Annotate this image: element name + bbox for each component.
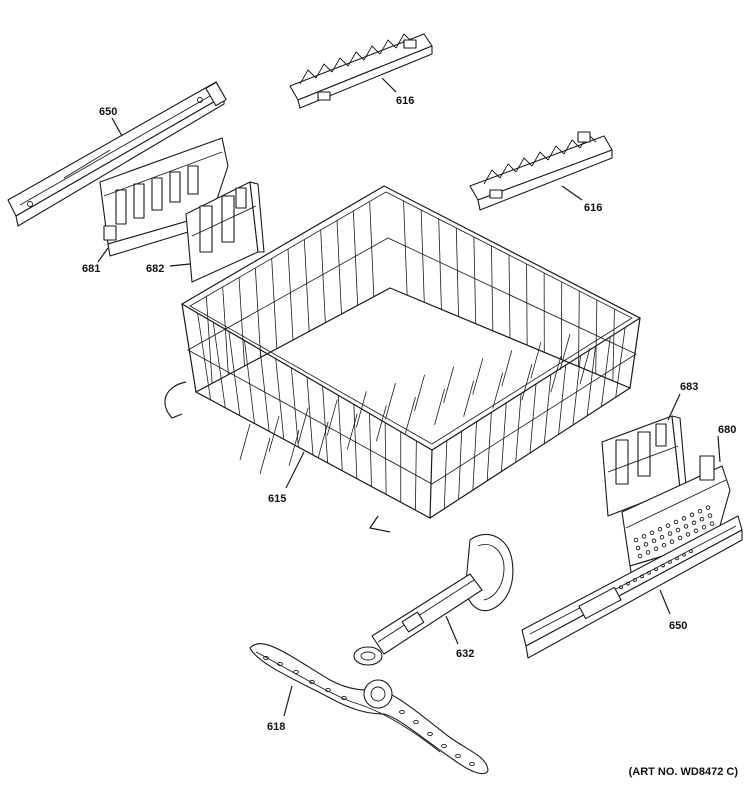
- callout-683: 683: [680, 381, 698, 393]
- callout-618: 618: [267, 721, 285, 733]
- spray-arm-618: [249, 643, 489, 775]
- clip-682: [185, 181, 265, 283]
- tine-row-616-top: [289, 33, 433, 109]
- callout-615: 615: [268, 493, 286, 505]
- callout-682: 682: [146, 263, 164, 275]
- callout-616-top: 616: [396, 95, 414, 107]
- callout-681: 681: [82, 263, 100, 275]
- callout-650-bottom: 650: [669, 620, 687, 632]
- feed-tube-632: [353, 533, 514, 666]
- callout-632: 632: [456, 648, 474, 660]
- art-number: (ART NO. WD8472 C): [629, 766, 739, 778]
- callout-680: 680: [718, 424, 736, 436]
- leader-lines: [97, 77, 721, 717]
- tine-row-616-mid: [469, 131, 613, 211]
- callout-616-mid: 616: [584, 202, 602, 214]
- upper-rack-615: [164, 185, 642, 533]
- callout-650-top: 650: [99, 106, 117, 118]
- rail-650-top: [7, 81, 227, 227]
- rail-650-bottom: [521, 515, 743, 659]
